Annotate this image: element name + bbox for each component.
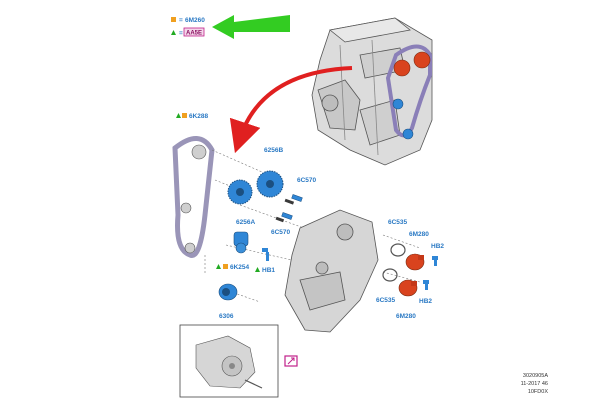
label-bolt-mid: 6C570 bbox=[271, 229, 291, 236]
hb1-bolt bbox=[262, 248, 269, 261]
footer-line-3: 10FD0X bbox=[528, 389, 549, 395]
hb1-green-triangle-icon bbox=[255, 267, 260, 272]
seal-6c535-top bbox=[390, 243, 406, 257]
engine-cam-gear-1 bbox=[393, 59, 411, 77]
orange-square-icon bbox=[171, 17, 176, 22]
bolt-6c570-top bbox=[284, 194, 303, 205]
label-hb-left: HB1 bbox=[262, 267, 275, 274]
red-curved-arrow-icon bbox=[229, 66, 353, 154]
label-cam-b: 6256B bbox=[264, 147, 283, 154]
footer-line-1: 3020905A bbox=[523, 373, 548, 379]
bolt-6c570-mid bbox=[275, 212, 293, 223]
seal-6c535-bottom bbox=[382, 268, 398, 282]
legend-code-1: 6M260 bbox=[185, 17, 205, 24]
engine-timing-parts bbox=[385, 44, 432, 140]
engine-cam-gear-2 bbox=[413, 51, 431, 69]
engine-pulley-2 bbox=[402, 128, 414, 140]
inset-water-pump bbox=[179, 324, 279, 398]
part-labels: 6K288 6256B 6C570 6256A 6C570 6K254 HB1 … bbox=[176, 113, 444, 320]
camshaft-gear-a bbox=[227, 179, 253, 205]
red-actuator-bottom bbox=[398, 279, 418, 297]
tensioner bbox=[233, 231, 249, 254]
timing-belt bbox=[172, 136, 215, 258]
reference-link-icon[interactable] bbox=[284, 355, 298, 367]
tensioner-orange-square-icon bbox=[223, 264, 228, 269]
front-cover bbox=[284, 209, 379, 333]
camshaft-gear-b bbox=[256, 170, 284, 198]
belt-green-triangle-icon bbox=[176, 113, 181, 118]
legend-eq-1: = bbox=[179, 17, 183, 24]
label-red-top: 6M280 bbox=[409, 231, 429, 238]
label-seal-top: 6C535 bbox=[388, 219, 408, 226]
footer-text: 3020905A 11-2017 46 10FD0X bbox=[521, 373, 549, 395]
tensioner-green-triangle-icon bbox=[216, 264, 221, 269]
label-cam-a: 6256A bbox=[236, 219, 255, 226]
hb2-bolt-bottom bbox=[423, 280, 429, 290]
label-bolt-top: 6C570 bbox=[297, 177, 317, 184]
belt-orange-square-icon bbox=[182, 113, 187, 118]
hb2-bolt-top bbox=[432, 256, 438, 266]
label-belt: 6K288 bbox=[189, 113, 209, 120]
red-actuator-top bbox=[405, 253, 425, 271]
legend-code-2: AA5E bbox=[186, 31, 202, 37]
label-hb-right-top: HB2 bbox=[431, 243, 444, 250]
footer-line-2: 11-2017 46 bbox=[521, 381, 548, 387]
green-pointer-arrow-icon bbox=[212, 15, 290, 39]
engine-belt bbox=[385, 44, 432, 138]
legend-code-2-box bbox=[183, 27, 205, 37]
label-hb-right-bot: HB2 bbox=[419, 298, 432, 305]
green-triangle-icon bbox=[171, 30, 176, 35]
label-red-bot: 6M280 bbox=[396, 313, 416, 320]
legend: = 6M260 = AA5E bbox=[171, 17, 205, 37]
label-seal-bot: 6C535 bbox=[376, 297, 396, 304]
legend-eq-2: = bbox=[179, 30, 183, 37]
label-pulley: 6306 bbox=[219, 313, 234, 320]
engine-block-illustration bbox=[311, 17, 433, 166]
label-tensioner: 6K254 bbox=[230, 264, 250, 271]
pulley-6306 bbox=[218, 283, 238, 301]
engine-pulley-1 bbox=[392, 98, 404, 110]
